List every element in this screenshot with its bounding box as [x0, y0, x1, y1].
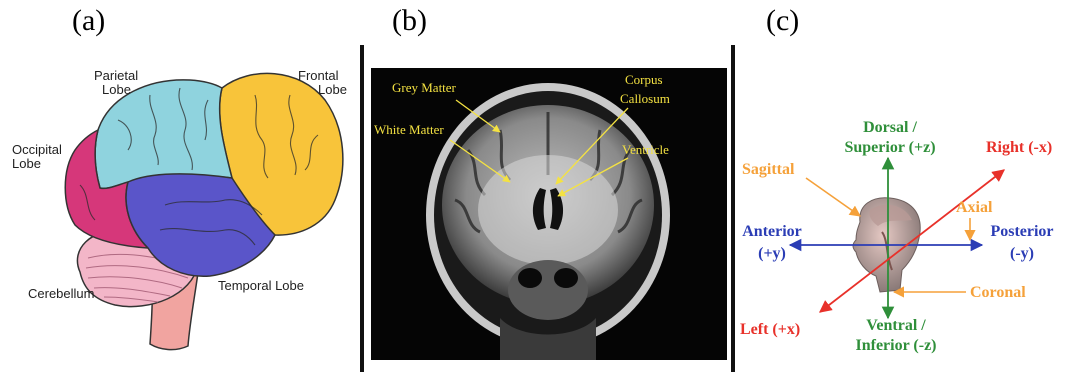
anterior-label-line2: (+y)	[758, 245, 786, 262]
dorsal-label-line1: Dorsal /	[863, 119, 917, 136]
anterior-label-line1: Anterior	[742, 223, 802, 240]
white-matter-label: White Matter	[374, 122, 444, 137]
left-label: Left (+x)	[740, 321, 800, 338]
corpus-label-line2: Callosum	[620, 91, 670, 106]
panel-b-label: (b)	[392, 4, 427, 37]
panel-b: (b)	[371, 4, 727, 360]
panel-a: (a)	[12, 4, 347, 350]
grey-matter-label: Grey Matter	[392, 80, 457, 95]
ventral-label-line2: Inferior (-z)	[856, 337, 937, 354]
temporal-label: Temporal Lobe	[218, 278, 304, 293]
panel-c: (c) Dorsal / Superior (+z) Ventral / Inf…	[740, 4, 1054, 354]
occipital-label-line1: Occipital	[12, 142, 62, 157]
parietal-label-line1: Parietal	[94, 68, 138, 83]
brain-illustration	[65, 73, 343, 349]
posterior-label-line1: Posterior	[990, 223, 1053, 240]
parietal-label-line2: Lobe	[102, 82, 131, 97]
panel-c-label: (c)	[766, 4, 799, 37]
coronal-label: Coronal	[970, 284, 1026, 301]
cerebellum-label: Cerebellum	[28, 286, 94, 301]
ventricle-label: Ventricle	[622, 142, 669, 157]
axial-label: Axial	[956, 199, 993, 216]
sagittal-pointer	[806, 178, 860, 216]
sagittal-label: Sagittal	[742, 161, 795, 178]
frontal-label-line2: Lobe	[318, 82, 347, 97]
frontal-label-line1: Frontal	[298, 68, 339, 83]
posterior-label-line2: (-y)	[1010, 245, 1034, 262]
divider-left	[360, 45, 364, 372]
panel-a-label: (a)	[72, 4, 105, 37]
dorsal-label-line2: Superior (+z)	[844, 139, 935, 156]
corpus-label-line1: Corpus	[625, 72, 663, 87]
ventral-label-line1: Ventral /	[866, 317, 926, 334]
occipital-label-line2: Lobe	[12, 156, 41, 171]
right-label: Right (-x)	[986, 139, 1052, 156]
divider-right	[731, 45, 735, 372]
